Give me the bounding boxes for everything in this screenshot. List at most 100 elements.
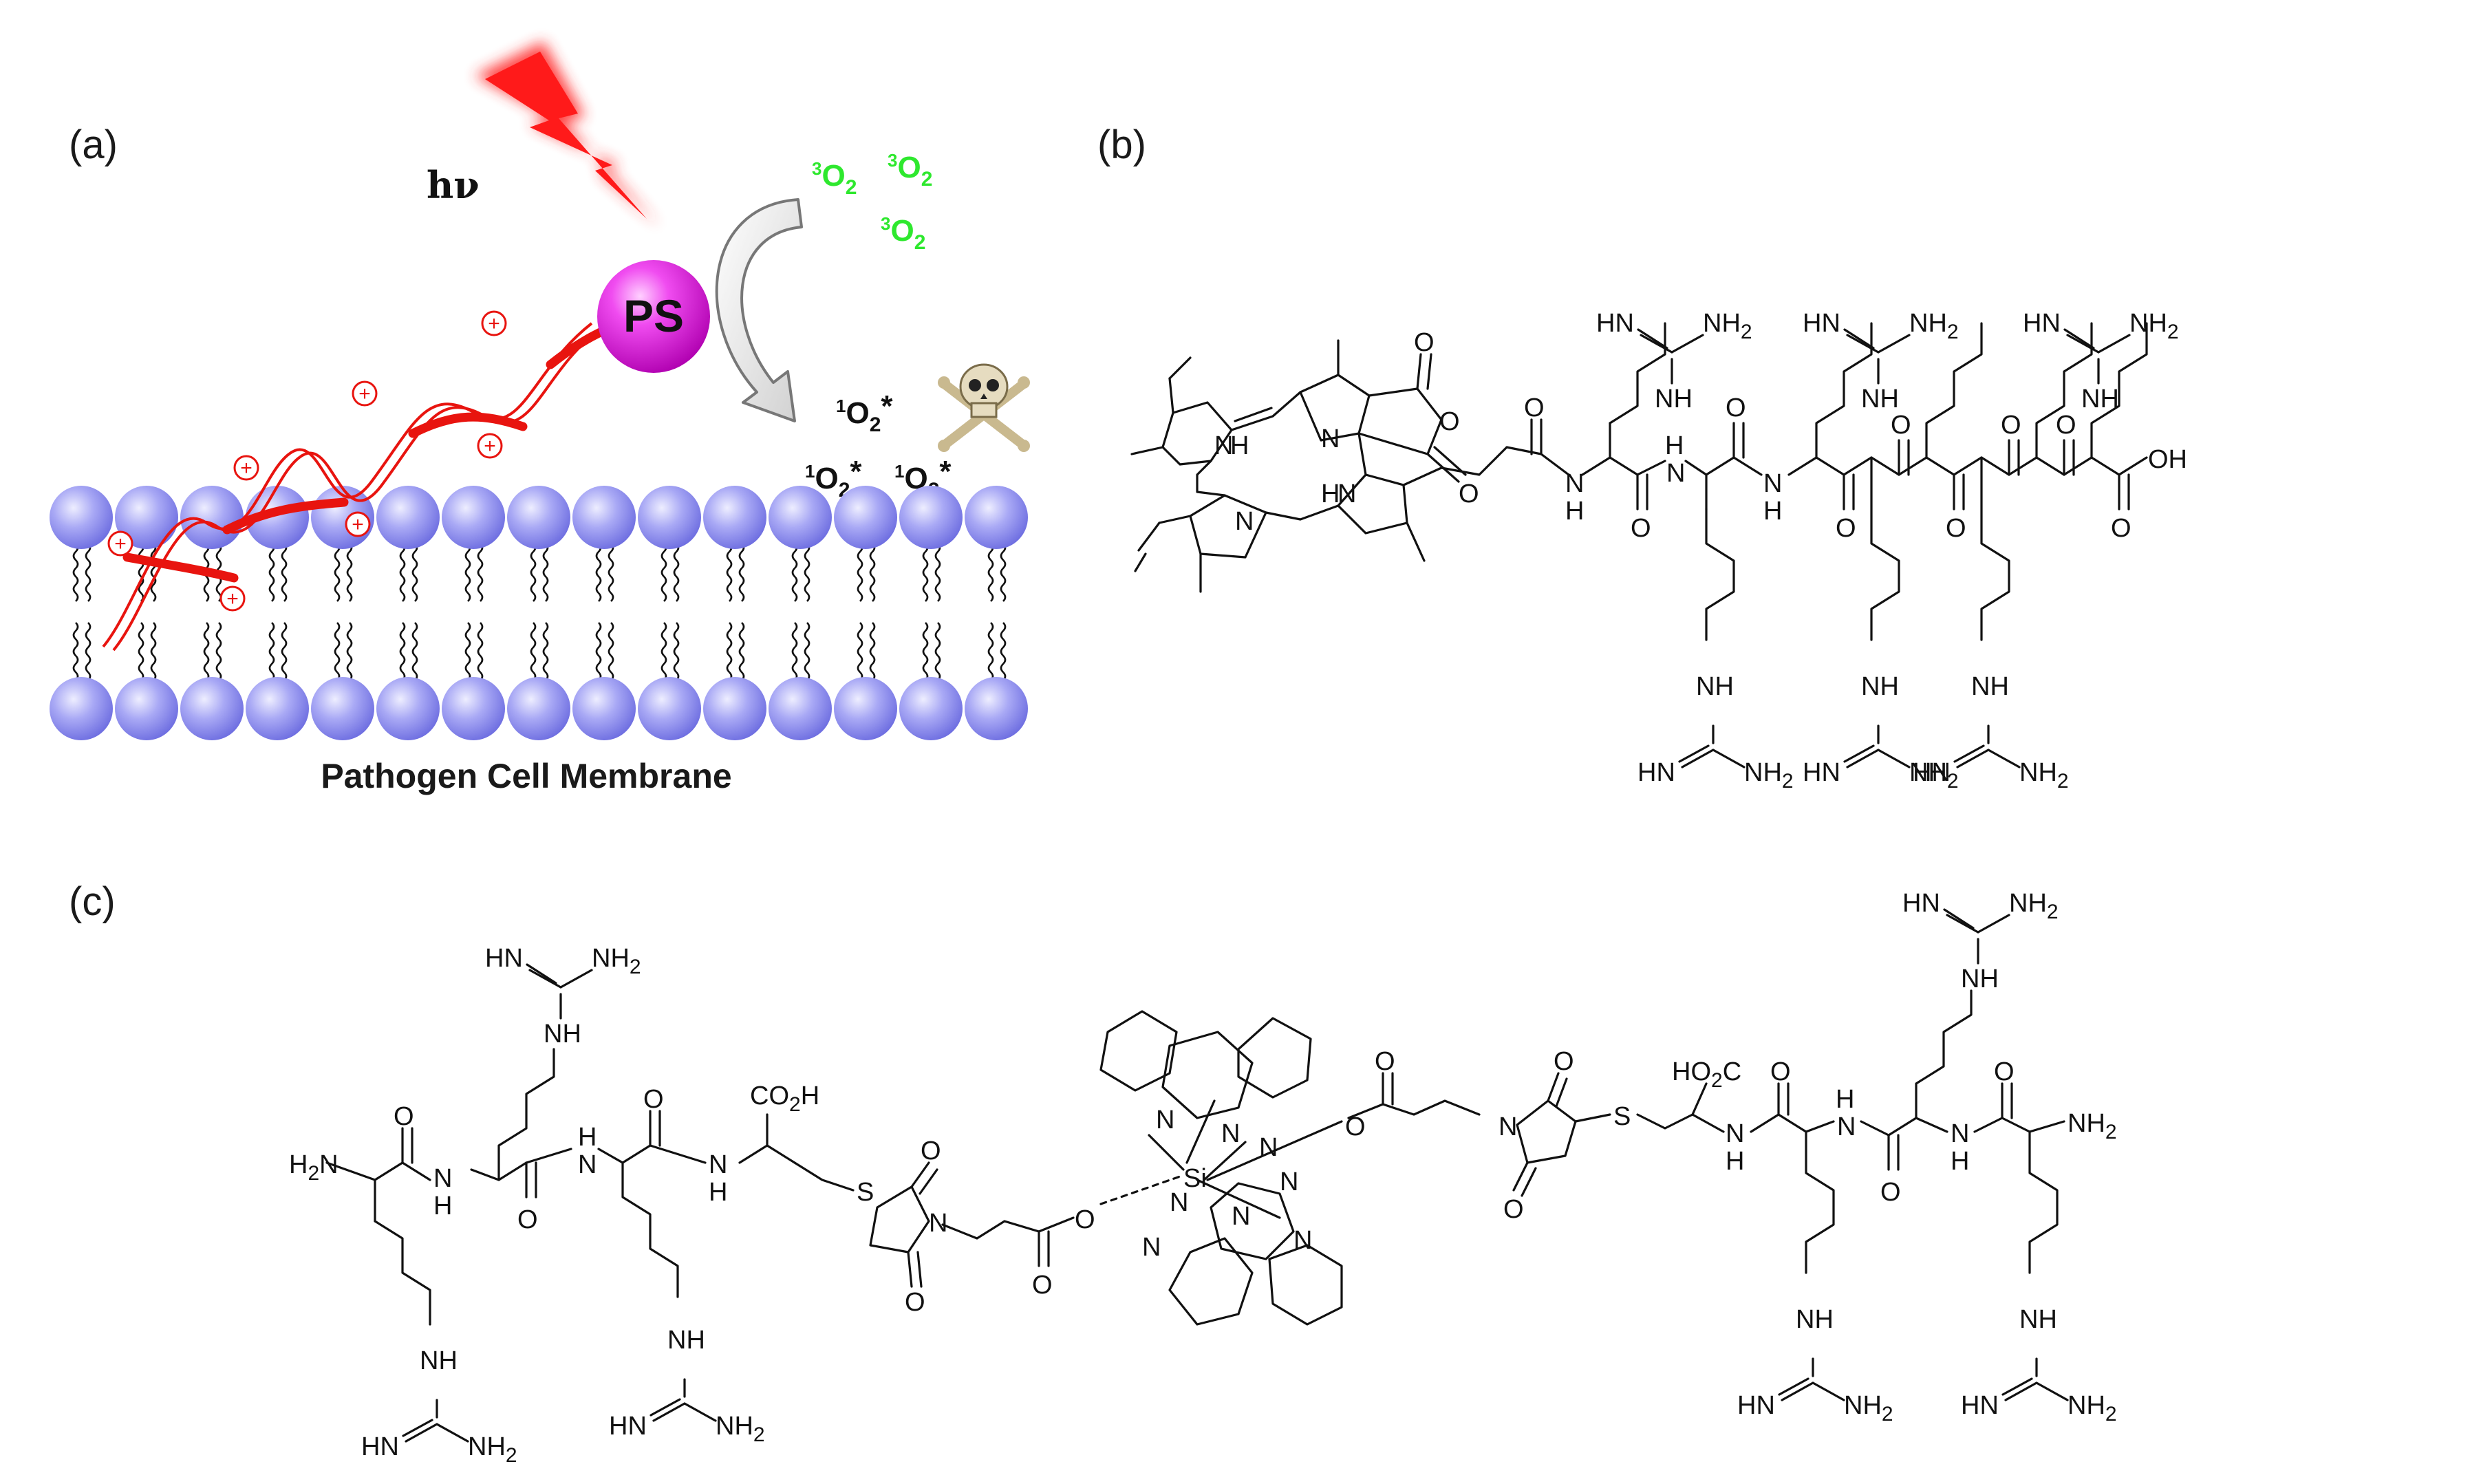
lipid-tail bbox=[922, 621, 929, 682]
atom-label: Si bbox=[1183, 1164, 1207, 1193]
atom-label: NH2 bbox=[1909, 758, 1959, 793]
atom-label: N bbox=[1142, 1233, 1161, 1262]
atom-label: H2N bbox=[289, 1150, 339, 1185]
atom-label: N bbox=[1726, 1119, 1744, 1148]
lipid-head bbox=[246, 486, 309, 549]
lipid-tail bbox=[660, 621, 667, 682]
lipid-tail bbox=[530, 542, 537, 603]
lipid-tail bbox=[791, 542, 798, 603]
lipid-tail bbox=[542, 621, 549, 682]
atom-label: N bbox=[1321, 424, 1340, 453]
lipid-head bbox=[834, 677, 897, 740]
atom-label: N bbox=[1499, 1112, 1517, 1141]
atom-label: O bbox=[1946, 514, 1966, 543]
atom-label: N bbox=[929, 1209, 947, 1238]
svg-text:+: + bbox=[488, 312, 500, 335]
lipid-head bbox=[442, 677, 505, 740]
atom-label: NH2 bbox=[2068, 1391, 2117, 1426]
atom-label: H bbox=[1763, 497, 1782, 526]
lipid-tail bbox=[150, 621, 157, 682]
panel-c-label: (c) bbox=[69, 879, 116, 924]
atom-label: HN bbox=[1596, 309, 1634, 338]
atom-label: O bbox=[1075, 1205, 1095, 1234]
atom-label: O bbox=[1726, 394, 1746, 422]
lipid-tail bbox=[268, 542, 275, 603]
light-energy-label: hν bbox=[427, 163, 480, 207]
atom-label: N bbox=[1170, 1188, 1188, 1217]
lipid-tail bbox=[804, 542, 810, 603]
lipid-head bbox=[50, 486, 113, 549]
lipid-head bbox=[246, 677, 309, 740]
lipid-tail bbox=[673, 621, 680, 682]
lipid-tail bbox=[411, 621, 418, 682]
atom-label: H bbox=[709, 1178, 727, 1207]
lipid-head bbox=[965, 486, 1028, 549]
lipid-tail bbox=[85, 621, 92, 682]
atom-label: O bbox=[1439, 407, 1460, 436]
lipid-tail bbox=[346, 621, 353, 682]
atom-label: NH bbox=[1971, 672, 2009, 701]
atom-label: N bbox=[1214, 431, 1233, 460]
atom-label: N bbox=[1259, 1133, 1278, 1162]
atom-label: NH2 bbox=[2019, 758, 2069, 793]
atom-label: NH bbox=[1861, 672, 1899, 701]
cation-charge: + bbox=[107, 530, 133, 557]
atom-label: S bbox=[1613, 1102, 1631, 1131]
lipid-tail bbox=[72, 542, 79, 603]
cationic-peptide bbox=[102, 319, 624, 652]
atom-label: O bbox=[394, 1102, 414, 1131]
svg-text:+: + bbox=[114, 533, 127, 555]
lipid-tail bbox=[85, 542, 92, 603]
cation-charge: + bbox=[345, 511, 371, 537]
atom-label: N bbox=[1221, 1119, 1240, 1148]
lipid-head bbox=[965, 677, 1028, 740]
lipid-tail bbox=[215, 621, 222, 682]
atom-label: N bbox=[709, 1150, 727, 1179]
svg-text:+: + bbox=[352, 513, 364, 536]
lipid-tail bbox=[281, 621, 288, 682]
atom-label: NH2 bbox=[716, 1412, 765, 1446]
triplet-oxygen: 3O2 bbox=[812, 158, 857, 199]
singlet-oxygen-group: 1O2* 1O2* 1O2* bbox=[805, 389, 952, 502]
curved-arrow-icon bbox=[715, 198, 803, 422]
atom-label: H bbox=[433, 1192, 452, 1220]
lipid-tail bbox=[477, 542, 484, 603]
lipid-tail bbox=[138, 621, 144, 682]
svg-text:+: + bbox=[226, 588, 239, 610]
atom-label: O bbox=[643, 1085, 664, 1114]
lipid-tail bbox=[738, 621, 745, 682]
atom-label: S bbox=[857, 1178, 874, 1207]
atom-label: O bbox=[1524, 394, 1545, 422]
lipid-head bbox=[769, 677, 832, 740]
lipid-tail bbox=[138, 542, 144, 603]
atom-label: O bbox=[1503, 1195, 1524, 1224]
lipid-head bbox=[899, 486, 963, 549]
lipid-head bbox=[442, 486, 505, 549]
atom-label: HN bbox=[1737, 1391, 1775, 1420]
atom-label: NH2 bbox=[2009, 889, 2059, 923]
panel-b-structure: N H N O O O H N N O N H O H N O N H O O … bbox=[1130, 309, 2187, 793]
atom-label: O bbox=[2056, 411, 2076, 440]
lipid-head bbox=[507, 677, 570, 740]
atom-label: NH bbox=[1861, 385, 1899, 413]
atom-label: N bbox=[1837, 1112, 1856, 1141]
lipid-tail bbox=[608, 621, 614, 682]
lipid-tail bbox=[411, 542, 418, 603]
panel-b-label: (b) bbox=[1097, 122, 1146, 167]
atom-label: HN bbox=[1803, 758, 1840, 787]
skull-crossbones-icon bbox=[938, 363, 1030, 452]
singlet-oxygen: 1O2* bbox=[836, 389, 893, 436]
atom-label: O bbox=[1994, 1057, 2015, 1086]
atom-label: N bbox=[1338, 480, 1356, 508]
atom-label: H bbox=[1665, 431, 1684, 460]
lipid-tail bbox=[726, 621, 733, 682]
atom-label: HN bbox=[1913, 758, 1951, 787]
atom-label: O bbox=[1554, 1047, 1574, 1076]
lipid-tail bbox=[399, 542, 406, 603]
atom-label: O bbox=[1414, 328, 1435, 357]
